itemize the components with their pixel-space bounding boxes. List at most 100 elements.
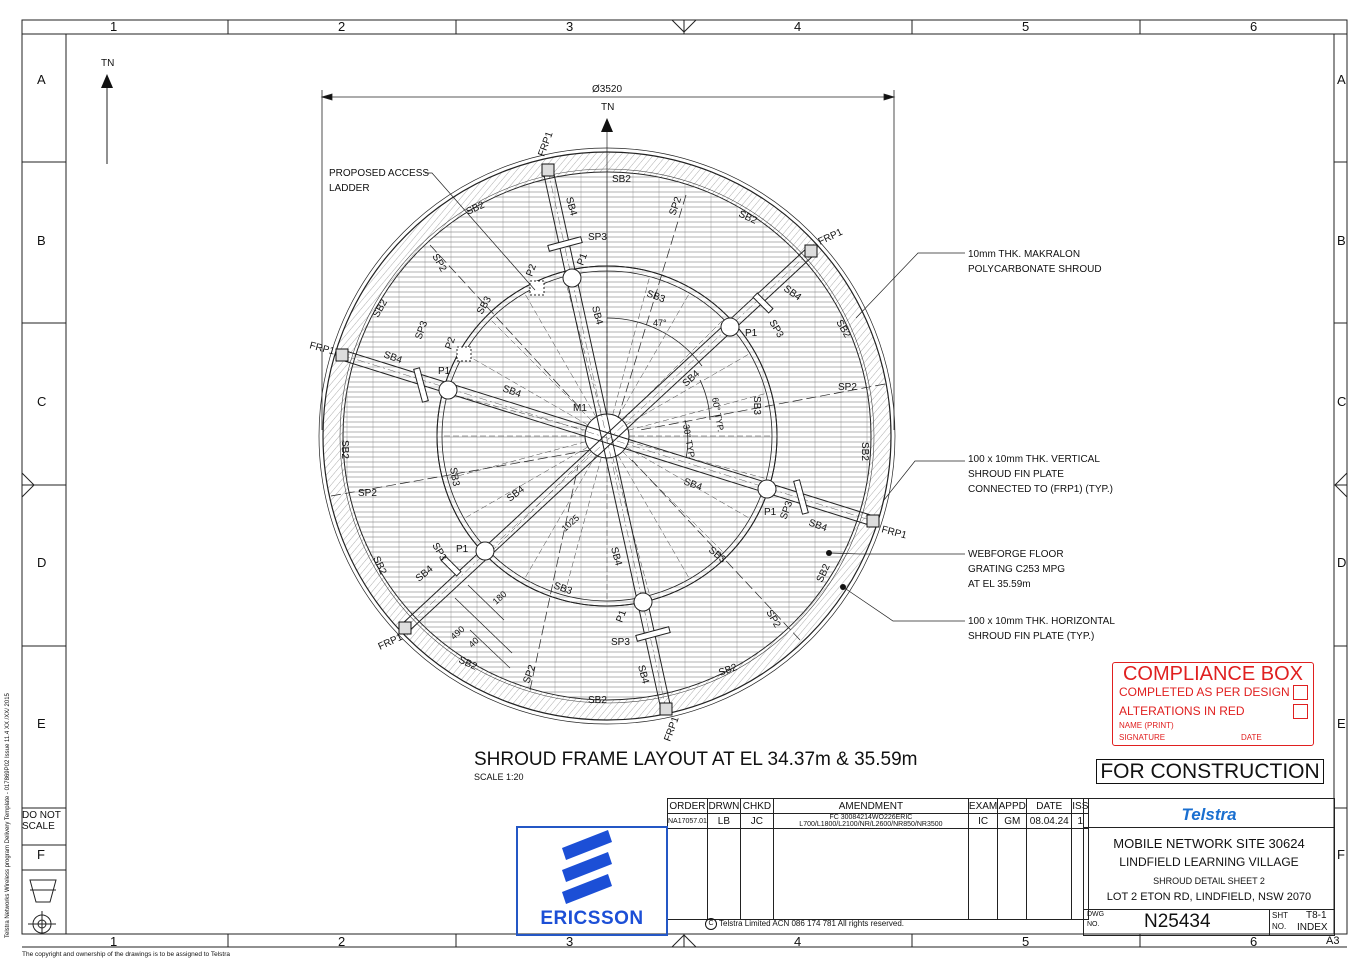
sp3-stubs <box>413 236 809 642</box>
header-order: ORDER <box>667 798 708 814</box>
header-appd: APPD <box>997 798 1028 814</box>
sheet-index: INDEX <box>1297 922 1328 933</box>
spoke-line <box>628 393 767 431</box>
drawing-label: P1 <box>456 544 469 555</box>
design-checkbox[interactable] <box>1293 685 1308 700</box>
telstra-logo: Telstra <box>1181 805 1237 824</box>
dwg-no-label: NO. <box>1087 921 1100 928</box>
note-vertical-fin: 100 x 10mm THK. VERTICAL SHROUD FIN PLAT… <box>968 452 1113 497</box>
beam-edge <box>542 170 662 711</box>
cell-appd: GM <box>997 813 1028 829</box>
brace-line <box>631 459 801 641</box>
spoke-line <box>490 451 592 553</box>
drawing-label: FRP1 <box>817 227 845 248</box>
spoke-line <box>625 353 751 426</box>
dimension-lines <box>454 584 513 669</box>
table-row <box>667 828 1090 920</box>
compliance-signature: SIGNATURE <box>1119 733 1166 742</box>
alterations-checkbox[interactable] <box>1293 704 1308 719</box>
site-name: LINDFIELD LEARNING VILLAGE <box>1119 855 1299 869</box>
spoke-line <box>463 353 589 426</box>
cell-date: 08.04.24 <box>1026 813 1073 829</box>
paper-size: A3 <box>1326 935 1340 947</box>
zone-label-4: 4 <box>794 19 802 34</box>
note-line: PROPOSED ACCESS <box>329 168 430 179</box>
drawing-label: P2 <box>443 335 458 351</box>
diameter-label: Ø3520 <box>592 84 623 95</box>
drawing-label: P1 <box>438 366 451 377</box>
beam-edge <box>340 359 872 527</box>
note-line: 10mm THK. MAKRALON <box>968 249 1081 260</box>
amendment-header-row: ORDER DRWN CHKD AMENDMENT EXAM APPD DATE… <box>667 798 1090 814</box>
zone-label-E: E <box>37 716 46 731</box>
zone-label-D: D <box>1337 555 1347 570</box>
note-line: GRATING C253 MPG <box>968 564 1066 575</box>
sheet-frame <box>21 19 1348 948</box>
note-line: CONNECTED TO (FRP1) (TYP.) <box>968 484 1114 495</box>
drawing-label: SB2 <box>339 440 350 459</box>
ericsson-logo: ERICSSON <box>516 826 668 936</box>
zone-label-6: 6 <box>1250 19 1258 34</box>
compliance-alterations: ALTERATIONS IN RED <box>1119 704 1245 718</box>
drawing-label: P1 <box>575 251 590 267</box>
zone-label-3: 3 <box>566 934 574 949</box>
drawing-label: P1 <box>745 328 758 339</box>
cell-order: NA17057.01 <box>667 813 708 829</box>
compliance-box: COMPLIANCE BOX COMPLETED AS PER DESIGN A… <box>1112 662 1314 746</box>
grating-marker <box>826 550 832 556</box>
header-chkd: CHKD <box>739 798 774 814</box>
zone-label-5: 5 <box>1022 19 1030 34</box>
zone-label-C: C <box>1337 394 1347 409</box>
zone-label-C: C <box>37 394 47 409</box>
note-line: SHROUD FIN PLATE (TYP.) <box>968 631 1095 642</box>
zone-label-4: 4 <box>794 934 802 949</box>
header-exam: EXAM <box>967 798 999 814</box>
spoke-line <box>524 292 597 418</box>
note-line: WEBFORGE FLOOR <box>968 549 1064 560</box>
zone-label-1: 1 <box>110 19 118 34</box>
drawing-label: FRP1 <box>662 715 681 743</box>
zone-label-F: F <box>37 847 45 862</box>
frp1-plates <box>335 163 880 716</box>
zone-label-6: 6 <box>1250 934 1258 949</box>
drawing-label: P2 <box>524 262 539 278</box>
angle-arcs <box>606 317 711 459</box>
sht-label: SHT <box>1272 911 1288 920</box>
zone-label-E: E <box>1337 716 1346 731</box>
side-template-text: Telstra Networks Wireless program Delive… <box>5 693 11 938</box>
note-line: AT EL 35.59m <box>968 579 1031 590</box>
spoke-line <box>628 441 767 479</box>
drawing-label: P1 <box>764 507 777 518</box>
north-label-center: TN <box>601 102 615 113</box>
drawing-label: FRP1 <box>880 524 908 541</box>
spoke-line <box>524 454 597 580</box>
diameter-dimension <box>320 90 896 430</box>
brace-line <box>617 194 687 419</box>
drawing-title: SHROUD FRAME LAYOUT AT EL 34.37m & 35.59… <box>474 749 918 770</box>
sht-no-label: NO. <box>1272 922 1287 931</box>
header-drwn: DRWN <box>706 798 741 814</box>
drawing-label: SB4 <box>635 664 651 686</box>
compliance-name: NAME (PRINT) <box>1119 721 1174 730</box>
cell-drwn: LB <box>706 813 741 829</box>
zone-label-B: B <box>1337 233 1346 248</box>
spoke-line <box>617 454 690 580</box>
drawing-label: SB4 <box>589 305 605 327</box>
north-arrow-center <box>601 118 613 414</box>
drawing-label: SP3 <box>588 232 607 243</box>
main-beams <box>340 168 875 711</box>
drawing-scale: SCALE 1:20 <box>474 772 524 782</box>
zone-label-3: 3 <box>566 19 574 34</box>
drawing-label: SP2 <box>358 488 377 499</box>
zone-label-A: A <box>37 72 46 87</box>
north-arrow-left <box>101 74 113 164</box>
drawing-label: SB2 <box>859 442 870 461</box>
spoke-line <box>564 276 602 415</box>
ericsson-wordmark: ERICSSON <box>540 908 644 929</box>
drawing-label: SP3 <box>611 637 630 648</box>
header-amendment: AMENDMENT <box>772 798 969 814</box>
drawing-label: FRP1 <box>377 632 405 653</box>
beam-edge <box>552 168 672 709</box>
